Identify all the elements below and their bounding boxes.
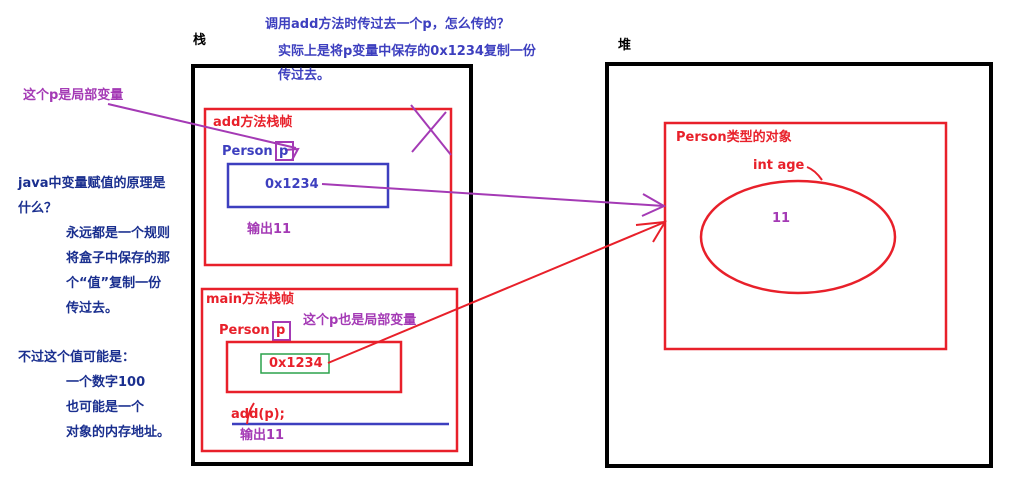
rule-line-4: 传过去。: [66, 301, 119, 316]
arrow-add-to-heap: [321, 183, 665, 207]
add-call-hook: [246, 402, 255, 425]
principle-question-1: java中变量赋值的原理是: [18, 176, 166, 191]
heap-field-value: 11: [772, 211, 791, 226]
rule-line-1: 永远都是一个规则: [66, 226, 171, 241]
arrow-local-var: [107, 103, 297, 149]
stack-label: 栈: [193, 33, 207, 48]
add-value: 0x1234: [265, 177, 319, 192]
arrow-main-to-heap: [327, 221, 666, 364]
stack-region: [191, 64, 473, 466]
main-decl-type: Person: [219, 323, 270, 338]
maybe-line-2: 也可能是一个: [66, 400, 145, 415]
add-frame-cross-2: [411, 111, 447, 153]
add-frame-title: add方法栈帧: [213, 115, 293, 130]
heap-region: [605, 62, 993, 468]
maybe-line-1: 一个数字100: [66, 375, 146, 390]
main-call: add(p);: [231, 407, 285, 422]
add-value-box: [226, 162, 390, 209]
add-decl-type: Person: [222, 144, 273, 159]
local-var-note: 这个p是局部变量: [23, 88, 124, 103]
rule-line-2: 将盒子中保存的那: [66, 251, 171, 266]
heap-object-title: Person类型的对象: [676, 130, 792, 145]
heap-field-name: int age: [753, 158, 805, 173]
maybe-note: 不过这个值可能是：: [18, 350, 136, 365]
main-frame-title: main方法栈帧: [206, 292, 295, 307]
add-p-highlight: [275, 141, 294, 161]
main-frame-box: [200, 287, 459, 453]
principle-question-2: 什么？: [18, 201, 58, 216]
add-frame-box: [203, 107, 453, 267]
main-value-box: [225, 340, 403, 394]
main-local-var-note: 这个p也是局部变量: [303, 313, 417, 328]
top-note-line3: 传过去。: [278, 68, 331, 83]
heap-label: 堆: [618, 38, 632, 53]
arrow-add-to-heap-head: [641, 193, 667, 217]
heap-field-ellipse: [699, 179, 897, 295]
main-decl-var: p: [276, 323, 286, 338]
int-age-hook: [806, 166, 823, 181]
arrow-local-var-head: [284, 147, 300, 161]
main-output: 输出11: [240, 428, 285, 443]
heap-object-box: [663, 121, 948, 351]
main-p-highlight: [272, 321, 291, 341]
top-note-line1: 调用add方法时传过去一个p，怎么传的？: [265, 17, 510, 32]
main-value: 0x1234: [269, 356, 323, 371]
add-decl-var: p: [279, 144, 289, 159]
arrow-main-to-heap-head: [635, 220, 667, 243]
add-output: 输出11: [247, 222, 292, 237]
rule-line-3: 个“值”复制一份: [66, 276, 162, 291]
top-note-line2: 实际上是将p变量中保存的0x1234复制一份: [278, 44, 536, 59]
maybe-line-3: 对象的内存地址。: [66, 425, 171, 440]
